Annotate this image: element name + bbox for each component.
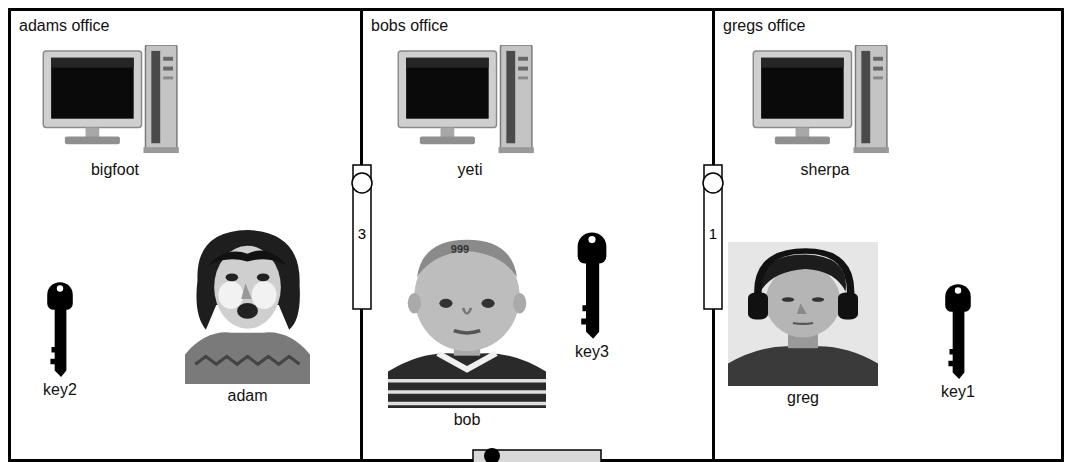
portrait-photo: [185, 226, 310, 384]
key-illustration: [30, 280, 90, 378]
office-room: gregs office sherpa greg key1: [712, 8, 1064, 462]
key-item: key1: [928, 282, 988, 402]
computer-illustration: [750, 45, 900, 158]
computer-symbol: [750, 45, 900, 158]
door-number: 3: [351, 225, 373, 242]
face-name: greg: [698, 388, 908, 408]
key-item: key3: [562, 230, 622, 362]
key-illustration: [928, 282, 988, 380]
face-item: greg: [728, 242, 878, 408]
portrait-photo: [728, 242, 878, 386]
key-name: key1: [898, 382, 1018, 402]
face-name: bob: [358, 410, 576, 430]
key-symbol: [928, 282, 988, 380]
forehead-text: 999: [451, 243, 469, 255]
face-item: bob: [388, 226, 546, 430]
face-item: adam: [185, 226, 310, 406]
door-number: 1: [702, 225, 724, 242]
computer-symbol: [40, 45, 190, 158]
computer-item: yeti: [395, 45, 545, 180]
key-symbol: [562, 230, 622, 340]
door-symbol: 1: [702, 163, 724, 311]
office-name: adams office: [19, 17, 109, 35]
computer-name: sherpa: [720, 160, 930, 180]
key-symbol: [30, 280, 90, 378]
office-name: gregs office: [723, 17, 805, 35]
computer-illustration: [40, 45, 190, 158]
computer-illustration: [395, 45, 545, 158]
door-symbol: 3: [351, 163, 373, 311]
face-illustration: [185, 226, 310, 384]
computer-name: yeti: [365, 160, 575, 180]
face-name: adam: [155, 386, 340, 406]
computer-item: sherpa: [750, 45, 900, 180]
office-room: bobs officeyetibobkey3: [360, 8, 715, 462]
office-name: bobs office: [371, 17, 448, 35]
computer-item: bigfoot: [40, 45, 190, 180]
office-room: adams office bigfoot key2 adam: [8, 8, 363, 462]
key-name: key2: [0, 380, 120, 400]
key-name: key3: [532, 342, 652, 362]
key-illustration: [562, 230, 622, 340]
key-item: key2: [30, 280, 90, 400]
face-illustration: [728, 242, 878, 386]
computer-symbol: [395, 45, 545, 158]
computer-name: bigfoot: [10, 160, 220, 180]
